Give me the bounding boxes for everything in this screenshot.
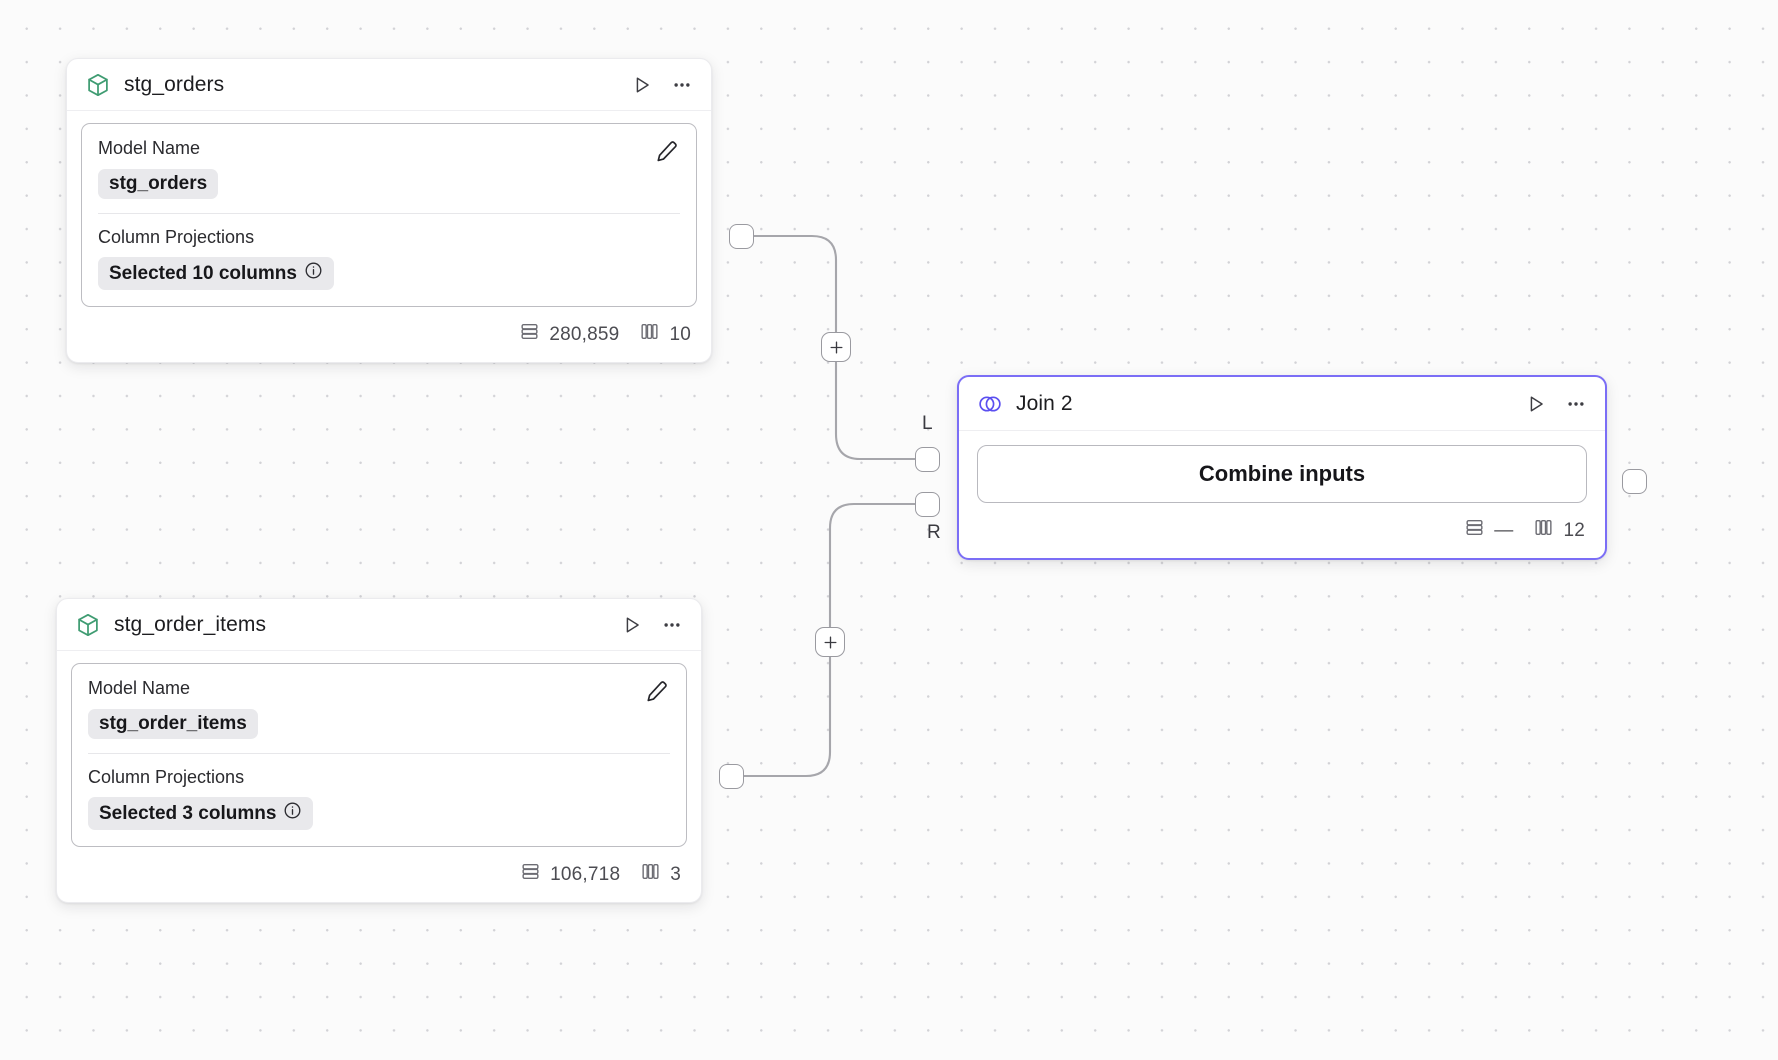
run-icon[interactable] <box>619 612 645 638</box>
column-projections-text: Selected 3 columns <box>99 802 277 824</box>
column-projections-label: Column Projections <box>88 766 245 787</box>
column-projections-field: Column Projections Selected 10 columns <box>98 227 680 291</box>
node-header: Join 2 <box>959 377 1605 431</box>
model-name-field: Model Name stg_orders <box>98 138 680 199</box>
column-projections-value[interactable]: Selected 3 columns <box>88 797 314 831</box>
input-port-join-right[interactable] <box>915 492 940 517</box>
row-count-value: — <box>1494 519 1514 541</box>
node-header: stg_orders <box>67 59 711 111</box>
rows-icon <box>519 321 540 348</box>
run-icon[interactable] <box>1523 391 1549 417</box>
output-port-join-2[interactable] <box>1622 469 1647 494</box>
more-icon[interactable] <box>659 612 685 638</box>
columns-icon <box>639 321 660 348</box>
add-node-on-edge-top-button[interactable]: + <box>821 332 851 362</box>
output-port-stg-orders[interactable] <box>729 224 754 249</box>
node-stg-order-items[interactable]: stg_order_items Model Name <box>56 598 702 904</box>
more-icon[interactable] <box>669 72 695 98</box>
column-count-stat: 3 <box>640 861 681 888</box>
venn-icon <box>977 391 1003 417</box>
node-body: Combine inputs <box>959 431 1605 511</box>
column-projections-field: Column Projections Selected 3 columns <box>88 767 670 831</box>
model-name-value[interactable]: stg_orders <box>98 168 219 199</box>
node-title: stg_order_items <box>114 612 267 636</box>
node-header-actions <box>1523 391 1589 417</box>
combine-inputs-button[interactable]: Combine inputs <box>977 445 1587 503</box>
columns-icon <box>1533 517 1554 544</box>
rows-icon <box>1464 517 1485 544</box>
info-icon[interactable] <box>304 261 323 286</box>
model-name-field: Model Name stg_order_items <box>88 678 670 739</box>
row-count-stat: 106,718 <box>520 861 620 888</box>
column-count-stat: 12 <box>1533 517 1585 544</box>
model-config-box[interactable]: Model Name stg_order_items Column Projec… <box>71 663 687 848</box>
node-join-2[interactable]: Join 2 Combine inputs <box>957 375 1607 560</box>
edit-pencil-icon[interactable] <box>654 138 680 164</box>
node-body: Model Name stg_orders Column Projections… <box>67 111 711 315</box>
input-port-label-left: L <box>922 413 933 434</box>
column-projections-text: Selected 10 columns <box>109 262 297 284</box>
node-body: Model Name stg_order_items Column Projec… <box>57 651 701 855</box>
column-count-value: 10 <box>669 323 691 345</box>
column-projections-label: Column Projections <box>98 226 255 247</box>
node-footer-stats: 106,718 3 <box>57 855 701 902</box>
model-name-value[interactable]: stg_order_items <box>88 708 258 739</box>
add-node-on-edge-bottom-button[interactable]: + <box>815 627 845 657</box>
column-count-value: 3 <box>670 863 681 885</box>
info-icon[interactable] <box>283 801 302 826</box>
node-header: stg_order_items <box>57 599 701 651</box>
cube-icon <box>75 612 101 638</box>
column-count-value: 12 <box>1563 519 1585 541</box>
edit-pencil-icon[interactable] <box>644 678 670 704</box>
input-port-join-left[interactable] <box>915 447 940 472</box>
model-config-box[interactable]: Model Name stg_orders Column Projections… <box>81 123 697 308</box>
node-title: Join 2 <box>1016 391 1073 415</box>
node-header-actions <box>619 612 685 638</box>
node-title: stg_orders <box>124 72 225 96</box>
row-count-stat: 280,859 <box>519 321 619 348</box>
model-name-label: Model Name <box>88 678 191 698</box>
field-divider <box>98 212 680 214</box>
row-count-value: 280,859 <box>549 323 620 345</box>
rows-icon <box>520 861 541 888</box>
row-count-stat: — <box>1464 517 1513 544</box>
row-count-value: 106,718 <box>550 863 621 885</box>
more-icon[interactable] <box>1563 391 1589 417</box>
column-count-stat: 10 <box>639 321 691 348</box>
node-header-actions <box>629 72 695 98</box>
input-port-label-right: R <box>927 522 941 543</box>
node-footer-stats: — 12 <box>959 511 1605 558</box>
run-icon[interactable] <box>629 72 655 98</box>
node-stg-orders[interactable]: stg_orders Model Name <box>66 58 712 364</box>
field-divider <box>88 752 670 754</box>
columns-icon <box>640 861 661 888</box>
output-port-stg-order-items[interactable] <box>719 764 744 789</box>
column-projections-value[interactable]: Selected 10 columns <box>98 257 334 291</box>
cube-icon <box>85 72 111 98</box>
model-name-label: Model Name <box>98 138 201 158</box>
node-footer-stats: 280,859 10 <box>67 315 711 362</box>
